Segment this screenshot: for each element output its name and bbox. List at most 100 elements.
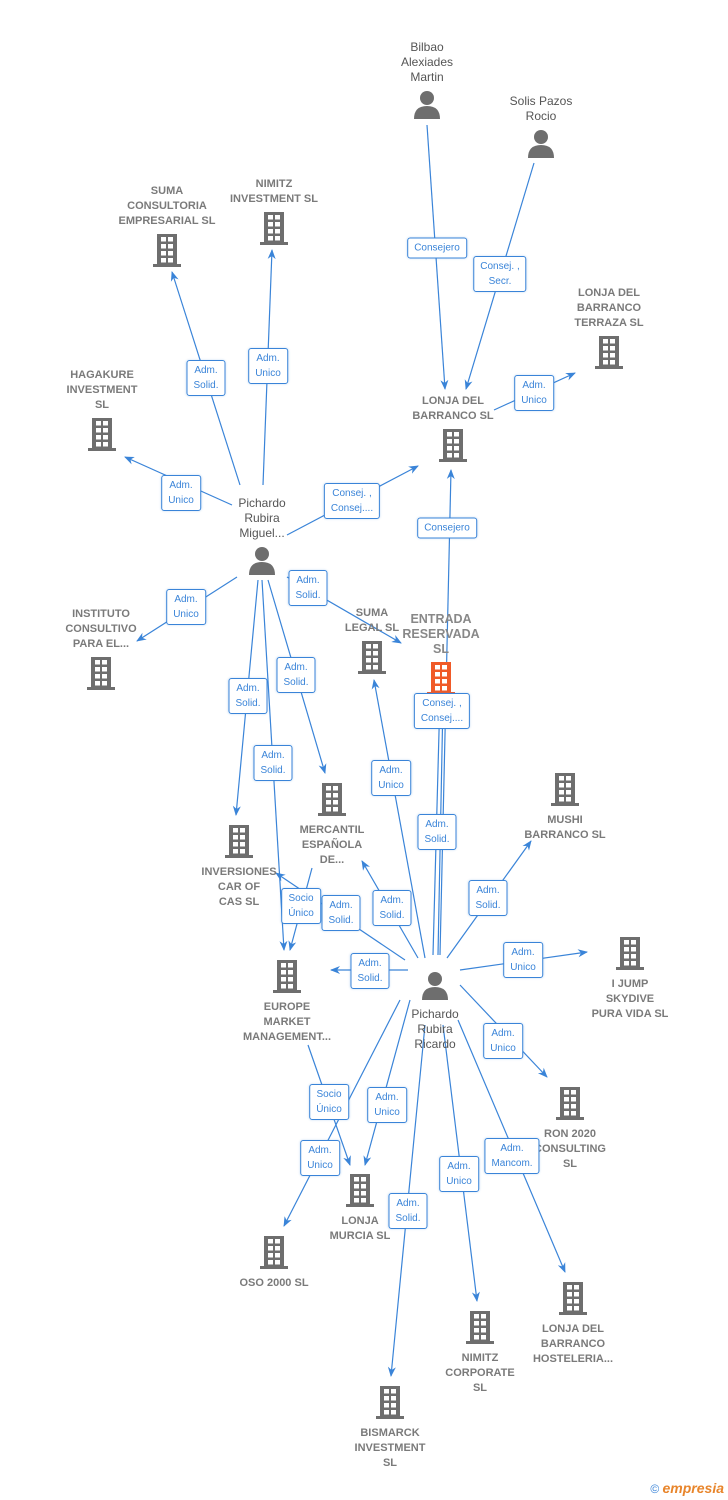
node-label[interactable]: Pichardo Rubira Miguel... <box>238 496 286 540</box>
node-label[interactable]: SUMA CONSULTORIA EMPRESARIAL SL <box>118 185 216 227</box>
edge-role-label[interactable]: Adm. Solid. <box>276 657 316 693</box>
building-icon <box>295 1173 425 1212</box>
building-icon <box>376 661 506 700</box>
node-suma_legal[interactable]: SUMA LEGAL SL <box>307 606 437 679</box>
building-icon <box>505 1086 635 1125</box>
edge-role-label[interactable]: Adm. Unico <box>248 348 288 384</box>
node-europe[interactable]: EUROPE MARKET MANAGEMENT... <box>222 959 352 1045</box>
node-inversiones[interactable]: INVERSIONES CAR OF CAS SL <box>174 824 304 910</box>
building-icon <box>325 1385 455 1424</box>
node-label[interactable]: Pichardo Rubira Ricardo <box>411 1007 459 1051</box>
edge-role-label[interactable]: Adm. Solid. <box>288 570 328 606</box>
building-icon <box>544 335 674 374</box>
edge-role-label[interactable]: Consej. , Consej.... <box>413 693 471 729</box>
node-label[interactable]: SUMA LEGAL SL <box>344 607 400 634</box>
node-ron2020[interactable]: RON 2020 CONSULTING SL <box>505 1086 635 1172</box>
node-label[interactable]: LONJA MURCIA SL <box>329 1215 391 1242</box>
edge-ricardo-to-lonja_murcia <box>363 999 411 1166</box>
edge-role-label[interactable]: Adm. Solid. <box>321 895 361 931</box>
node-label[interactable]: NIMITZ INVESTMENT SL <box>229 178 318 205</box>
node-label[interactable]: BISMARCK INVESTMENT SL <box>354 1427 426 1469</box>
edge-role-label[interactable]: Adm. Mancom. <box>484 1138 540 1174</box>
empresia-logo: © empresia <box>650 1480 724 1496</box>
edge-role-label[interactable]: Adm. Solid. <box>372 890 412 926</box>
edge-role-label[interactable]: Adm. Solid. <box>186 360 226 396</box>
node-label[interactable]: INVERSIONES CAR OF CAS SL <box>201 866 277 908</box>
building-icon <box>209 211 339 250</box>
building-icon <box>508 1281 638 1320</box>
building-icon <box>209 1235 339 1274</box>
edge-role-label[interactable]: Adm. Solid. <box>388 1193 428 1229</box>
edge-role-label[interactable]: Adm. Unico <box>300 1140 340 1176</box>
node-hagakure[interactable]: HAGAKURE INVESTMENT SL <box>37 368 167 456</box>
edge-role-label[interactable]: Adm. Unico <box>371 760 411 796</box>
person-icon <box>370 970 500 1005</box>
node-lonja_murcia[interactable]: LONJA MURCIA SL <box>295 1173 425 1244</box>
node-label[interactable]: LONJA DEL BARRANCO TERRAZA SL <box>574 287 644 329</box>
edge-role-label[interactable]: Adm. Unico <box>166 589 206 625</box>
node-label[interactable]: OSO 2000 SL <box>239 1277 309 1289</box>
edge-role-label[interactable]: Adm. Unico <box>161 475 201 511</box>
node-mushi[interactable]: MUSHI BARRANCO SL <box>500 772 630 843</box>
node-label[interactable]: EUROPE MARKET MANAGEMENT... <box>243 1001 331 1043</box>
node-solis[interactable]: Solis Pazos Rocio <box>476 94 606 163</box>
building-icon <box>267 782 397 821</box>
edge-role-label[interactable]: Adm. Solid. <box>228 678 268 714</box>
node-label[interactable]: HAGAKURE INVESTMENT SL <box>66 369 138 411</box>
building-icon <box>222 959 352 998</box>
edge-role-label[interactable]: Socio Único <box>309 1084 349 1120</box>
edge-role-label[interactable]: Socio Único <box>281 888 321 924</box>
node-label[interactable]: RON 2020 CONSULTING SL <box>534 1128 606 1170</box>
node-label[interactable]: MERCANTIL ESPAÑOLA DE... <box>299 824 365 866</box>
edge-role-label[interactable]: Adm. Unico <box>514 375 554 411</box>
node-bilbao[interactable]: Bilbao Alexiades Martin <box>362 40 492 124</box>
edge-role-label[interactable]: Adm. Solid. <box>350 953 390 989</box>
edge-role-label[interactable]: Consejero <box>407 237 467 259</box>
building-icon <box>388 428 518 467</box>
node-ijump[interactable]: I JUMP SKYDIVE PURA VIDA SL <box>565 936 695 1022</box>
node-label[interactable]: ENTRADA RESERVADA SL <box>402 612 480 656</box>
node-miguel[interactable]: Pichardo Rubira Miguel... <box>197 496 327 580</box>
node-lonja_host[interactable]: LONJA DEL BARRANCO HOSTELERIA... <box>508 1281 638 1367</box>
node-entrada[interactable]: ENTRADA RESERVADA SL <box>376 612 506 700</box>
edge-role-label[interactable]: Adm. Unico <box>483 1023 523 1059</box>
edge-role-label[interactable]: Consejero <box>417 517 477 539</box>
node-lonja_terraza[interactable]: LONJA DEL BARRANCO TERRAZA SL <box>544 286 674 374</box>
node-label[interactable]: INSTITUTO CONSULTIVO PARA EL... <box>65 608 137 650</box>
building-icon <box>565 936 695 975</box>
person-icon <box>476 128 606 163</box>
copyright-symbol: © <box>650 1482 660 1496</box>
edge-role-label[interactable]: Adm. Unico <box>503 942 543 978</box>
building-icon <box>307 640 437 679</box>
node-nimitz_inv[interactable]: NIMITZ INVESTMENT SL <box>209 177 339 250</box>
node-label[interactable]: MUSHI BARRANCO SL <box>524 814 606 841</box>
node-oso[interactable]: OSO 2000 SL <box>209 1235 339 1291</box>
node-ricardo[interactable]: Pichardo Rubira Ricardo <box>370 970 500 1052</box>
edge-role-label[interactable]: Adm. Solid. <box>468 880 508 916</box>
building-icon <box>500 772 630 811</box>
building-icon <box>102 233 232 272</box>
edge-role-label[interactable]: Adm. Unico <box>367 1087 407 1123</box>
node-label[interactable]: Solis Pazos Rocio <box>509 94 573 123</box>
edge-role-label[interactable]: Consej. , Consej.... <box>323 483 381 519</box>
node-label[interactable]: NIMITZ CORPORATE SL <box>445 1352 515 1394</box>
brand-name: empresia <box>662 1480 724 1496</box>
edge-role-label[interactable]: Adm. Unico <box>439 1156 479 1192</box>
edge-role-label[interactable]: Adm. Solid. <box>253 745 293 781</box>
node-nimitz_corp[interactable]: NIMITZ CORPORATE SL <box>415 1310 545 1396</box>
node-label[interactable]: I JUMP SKYDIVE PURA VIDA SL <box>591 978 669 1020</box>
building-icon <box>37 417 167 456</box>
node-label[interactable]: LONJA DEL BARRANCO HOSTELERIA... <box>532 1323 614 1365</box>
building-icon <box>36 656 166 695</box>
node-suma_consultoria[interactable]: SUMA CONSULTORIA EMPRESARIAL SL <box>102 184 232 272</box>
edge-role-label[interactable]: Adm. Solid. <box>417 814 457 850</box>
edge-role-label[interactable]: Consej. , Secr. <box>473 256 527 292</box>
person-icon <box>197 545 327 580</box>
node-lonja_db[interactable]: LONJA DEL BARRANCO SL <box>388 394 518 467</box>
node-label[interactable]: Bilbao Alexiades Martin <box>400 40 454 84</box>
node-bismarck[interactable]: BISMARCK INVESTMENT SL <box>325 1385 455 1471</box>
node-mercantil[interactable]: MERCANTIL ESPAÑOLA DE... <box>267 782 397 868</box>
node-instituto[interactable]: INSTITUTO CONSULTIVO PARA EL... <box>36 607 166 695</box>
node-label[interactable]: LONJA DEL BARRANCO SL <box>412 395 494 422</box>
